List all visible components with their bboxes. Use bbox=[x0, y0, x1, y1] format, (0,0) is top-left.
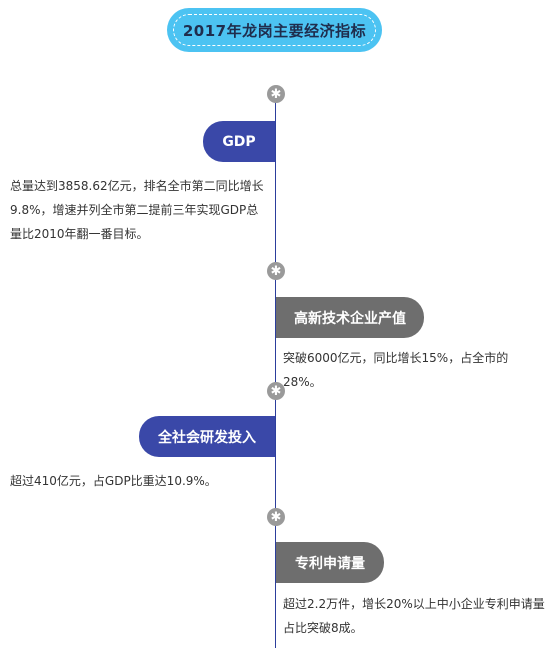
indicator-tab-gdp: GDP bbox=[203, 121, 275, 162]
title-banner: 2017年龙岗主要经济指标 bbox=[167, 8, 382, 52]
indicator-tab-rd: 全社会研发投入 bbox=[139, 416, 275, 457]
indicator-desc-hightech: 突破6000亿元，同比增长15%，占全市的28%。 bbox=[283, 351, 509, 389]
page-title: 2017年龙岗主要经济指标 bbox=[173, 14, 376, 46]
timeline-line bbox=[275, 93, 276, 648]
timeline-node-icon: ✱ bbox=[267, 382, 285, 400]
timeline-node-icon: ✱ bbox=[267, 262, 285, 280]
indicator-desc-rd: 超过410亿元，占GDP比重达10.9%。 bbox=[10, 474, 217, 488]
indicator-desc-patent: 超过2.2万件，增长20%以上中小企业专利申请量占比突破8成。 bbox=[283, 597, 545, 635]
timeline-node-icon: ✱ bbox=[267, 508, 285, 526]
indicator-tab-patent: 专利申请量 bbox=[276, 542, 384, 583]
timeline-node-icon: ✱ bbox=[267, 85, 285, 103]
indicator-desc-gdp: 总量达到3858.62亿元，排名全市第二同比增长9.8%，增速并列全市第二提前三… bbox=[10, 179, 264, 241]
indicator-tab-hightech: 高新技术企业产值 bbox=[276, 297, 424, 338]
